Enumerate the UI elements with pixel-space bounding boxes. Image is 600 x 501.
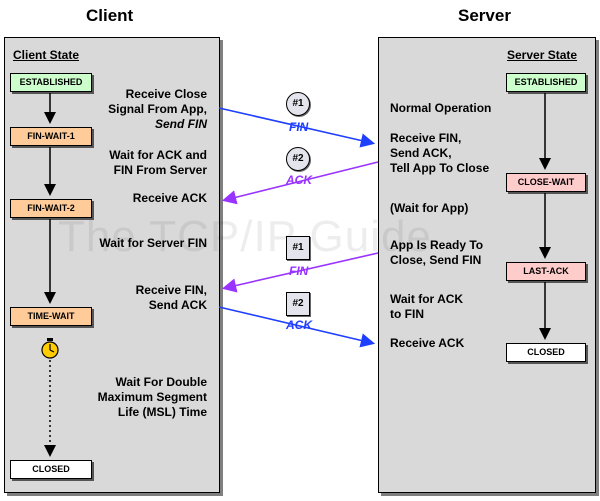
client-note-receive-fin: Receive FIN, Send ACK [135, 283, 207, 312]
server-state-last-ack: LAST-ACK [506, 262, 586, 281]
server-state-closed: CLOSED [506, 343, 586, 362]
server-state-title: Server State [507, 48, 578, 62]
server-note-receive-fin: Receive FIN, Send ACK, Tell App To Close [390, 131, 490, 175]
msg-1-badge: #1 [286, 92, 310, 116]
server-state-close-wait: CLOSE-WAIT [506, 173, 586, 192]
server-note-receive-ack: Receive ACK [390, 336, 465, 350]
client-state-fin-wait-1: FIN-WAIT-1 [10, 127, 92, 146]
msg-4-badge: #2 [286, 292, 310, 316]
server-note-wait-ack: Wait for ACK to FIN [390, 292, 464, 321]
client-state-closed: CLOSED [10, 460, 92, 479]
msg-2-label: ACK [286, 173, 312, 187]
timer-icon [41, 338, 59, 359]
msg-ack-2-arrow [221, 161, 379, 205]
client-note-wait-msl: Wait For Double Maximum Segment Life (MS… [97, 375, 207, 419]
client-panel [4, 37, 220, 493]
server-note-wait-app: (Wait for App) [390, 201, 469, 215]
client-note-wait-server-fin: Wait for Server FIN [99, 236, 207, 250]
msg-ack-2b-arrow [218, 306, 376, 348]
watermark: The TCP/IP Guide [58, 212, 432, 261]
server-state-established: ESTABLISHED [506, 73, 586, 92]
client-state-established: ESTABLISHED [10, 73, 92, 92]
client-note-receive-ack: Receive ACK [132, 191, 207, 205]
msg-4-label: ACK [286, 318, 312, 332]
client-header: Client [86, 6, 134, 25]
msg-1-label: FIN [289, 120, 309, 134]
msg-fin-1b-arrow [221, 252, 379, 293]
client-state-title: Client State [13, 48, 80, 62]
msg-3-badge: #1 [286, 236, 310, 260]
server-note-normal-operation: Normal Operation [390, 101, 492, 115]
msg-fin-1-arrow [218, 107, 376, 148]
client-state-fin-wait-2: FIN-WAIT-2 [10, 199, 92, 218]
server-note-app-ready: App Is Ready To Close, Send FIN [390, 238, 484, 267]
client-note-wait-ack-fin: Wait for ACK and FIN From Server [109, 148, 207, 177]
client-note-receive-close: Receive Close Signal From App, Send FIN [108, 87, 207, 131]
msg-3-label: FIN [289, 264, 309, 278]
server-header: Server [458, 6, 511, 25]
client-state-time-wait: TIME-WAIT [10, 307, 92, 326]
msg-2-badge: #2 [286, 147, 310, 171]
